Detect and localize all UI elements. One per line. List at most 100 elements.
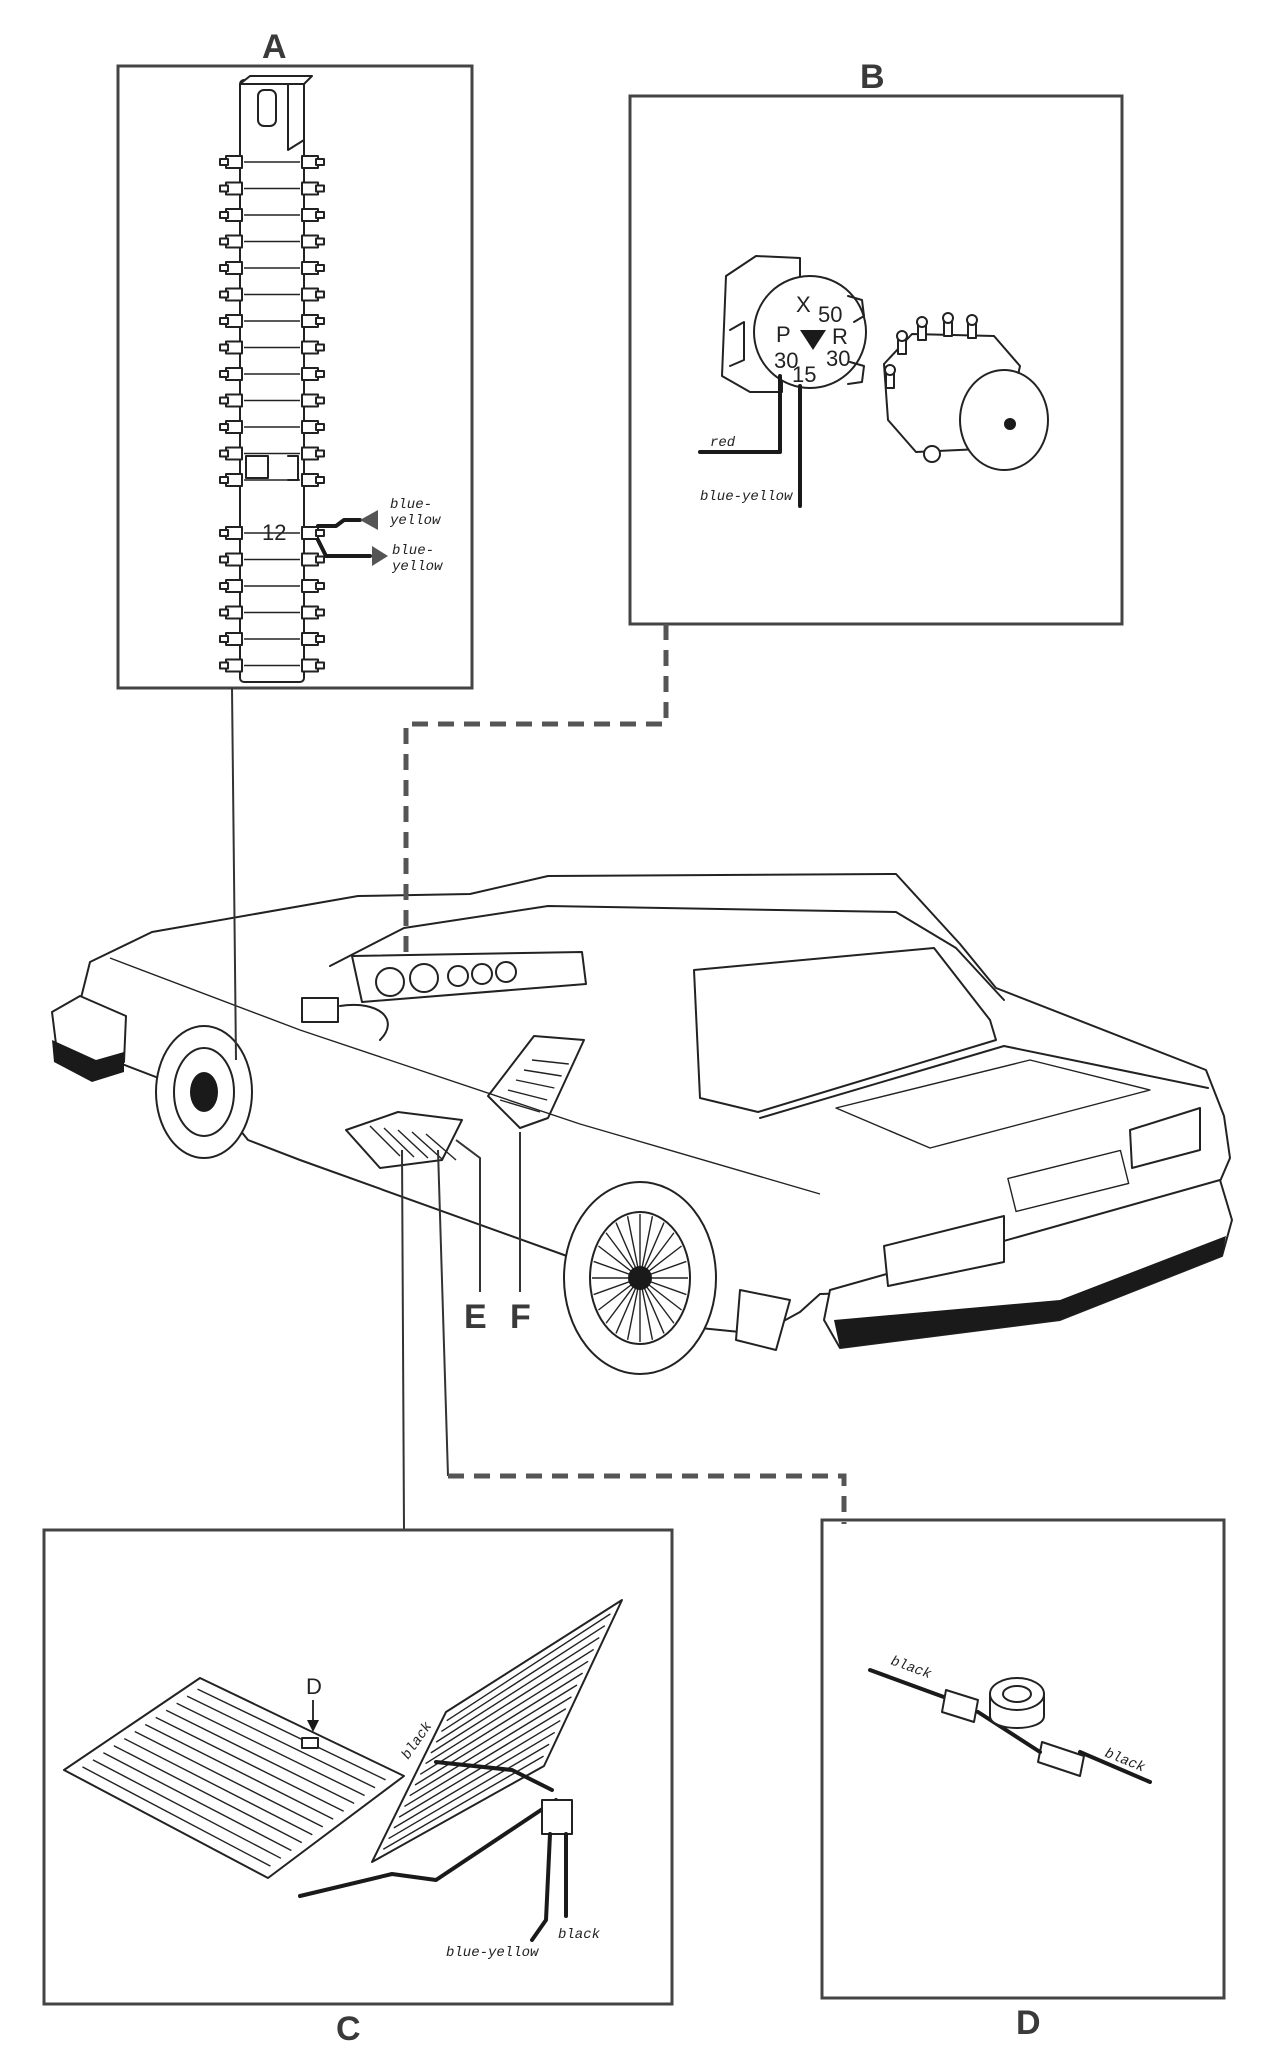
fuse-terminal-tab bbox=[219, 264, 229, 272]
terminal-30-right: 30 bbox=[826, 346, 850, 371]
fuse-terminal-tab bbox=[315, 423, 325, 431]
rear-wheel bbox=[563, 1181, 717, 1375]
seat-rib bbox=[507, 1089, 548, 1101]
leader-b-to-car bbox=[403, 624, 669, 960]
heater-element-line bbox=[435, 1636, 600, 1743]
fuse-terminal-tab bbox=[315, 370, 325, 378]
connector-block bbox=[541, 1799, 573, 1835]
car-roof bbox=[329, 905, 1005, 1001]
cushion-rib bbox=[425, 1133, 457, 1161]
heater-element-line bbox=[425, 1660, 589, 1765]
number-plate bbox=[1007, 1149, 1130, 1213]
seat-rib bbox=[515, 1079, 555, 1089]
wire-label-black-c2: black bbox=[558, 1927, 601, 1943]
ignition-switch-body bbox=[883, 312, 1049, 471]
arrow-down-icon bbox=[307, 1720, 319, 1732]
fuse-terminal-tab bbox=[315, 158, 325, 166]
callout-e-leader bbox=[455, 1139, 481, 1292]
thermostat bbox=[989, 1677, 1045, 1729]
gauge-icon bbox=[375, 967, 405, 997]
gauge-icon bbox=[471, 963, 493, 985]
terminal-50: 50 bbox=[818, 302, 842, 327]
heater-element-line bbox=[446, 1613, 611, 1722]
fuse-terminal-tab bbox=[315, 290, 325, 299]
panel-a-frame bbox=[116, 64, 474, 690]
trunk-edge bbox=[759, 1045, 1209, 1119]
fuse-terminal-tab bbox=[219, 661, 229, 670]
fuse-terminal-tab bbox=[219, 555, 229, 564]
leader-a-to-car bbox=[231, 687, 237, 1061]
tail-light-left bbox=[883, 1215, 1005, 1287]
panel-b-letter: B bbox=[860, 58, 885, 96]
blue-yellow-wire-a2 bbox=[316, 538, 372, 558]
dashboard bbox=[351, 951, 587, 1003]
heater-element-line bbox=[398, 1719, 561, 1818]
arrow-out-icon bbox=[372, 546, 388, 566]
heater-element-line bbox=[82, 1766, 271, 1867]
bumper-rubber bbox=[834, 1236, 1226, 1348]
panel-a: A 12 blue- yellow blue- yellow bbox=[116, 28, 474, 690]
heater-element-line bbox=[404, 1708, 567, 1808]
fuse-terminal-tab bbox=[315, 343, 325, 352]
fuse-terminal-tab bbox=[315, 529, 325, 537]
fuse-terminal-tab bbox=[315, 582, 325, 590]
fuse-terminal-tab bbox=[219, 423, 229, 431]
heater-element-line bbox=[414, 1684, 578, 1786]
cushion-heater-pad bbox=[63, 1677, 405, 1879]
heater-element-line bbox=[176, 1702, 365, 1797]
tail-light-right bbox=[1129, 1107, 1201, 1169]
fuse-terminal-tab bbox=[219, 582, 229, 590]
switch-panel bbox=[301, 997, 339, 1023]
fuse-terminal-tab bbox=[315, 237, 325, 246]
fuse-terminal-tab bbox=[219, 184, 229, 193]
panel-b-frame bbox=[628, 94, 1124, 626]
fuse-terminal-tab bbox=[219, 396, 229, 405]
black-wire-c1 bbox=[434, 1760, 554, 1792]
heater-element-line bbox=[123, 1737, 313, 1836]
fuse-terminal-tab bbox=[219, 158, 229, 166]
blue-yellow-wire-a1 bbox=[316, 518, 362, 528]
fuse-terminal-tab bbox=[219, 370, 229, 378]
heater-element-line bbox=[388, 1743, 550, 1840]
terminal-15: 15 bbox=[792, 362, 816, 387]
fuse-terminal-tab bbox=[315, 184, 325, 193]
fuse-terminal-tab bbox=[315, 211, 325, 219]
wire-label-a2-line1: blue- bbox=[392, 543, 434, 559]
heater-element-line bbox=[165, 1709, 355, 1805]
fuse-terminals-right bbox=[244, 155, 325, 673]
pointer-d-letter: D bbox=[306, 1674, 322, 1699]
switch-pin-head bbox=[916, 316, 928, 328]
fuse-block bbox=[219, 75, 325, 683]
panel-c-frame bbox=[42, 1528, 674, 2006]
fuse-terminals-left bbox=[219, 155, 243, 673]
panel-d: D black black bbox=[820, 1518, 1226, 2042]
heater-element-line bbox=[419, 1672, 583, 1775]
terminal-30-left: 30 bbox=[774, 348, 798, 373]
panel-d-frame bbox=[820, 1518, 1226, 2000]
wire-label-a1-line2: yellow bbox=[389, 513, 441, 529]
terminal-p: P bbox=[776, 322, 791, 347]
panel-c: C D black black blue-yellow bbox=[42, 1528, 674, 2045]
body-side-line bbox=[109, 957, 821, 1195]
fuse-terminal-tab bbox=[219, 476, 229, 484]
leader-d-to-car bbox=[448, 1473, 847, 1524]
heater-element-line bbox=[144, 1723, 334, 1820]
fuse-terminal-tab bbox=[219, 343, 229, 352]
front-bumper-rubber bbox=[52, 1040, 124, 1082]
fuse-terminal-tab bbox=[315, 396, 325, 405]
cushion-rib bbox=[397, 1129, 429, 1159]
wire-label-blue-yellow-b: blue-yellow bbox=[700, 489, 793, 505]
wire-label-blue-yellow-c: blue-yellow bbox=[446, 1945, 539, 1961]
fuse-terminal-tab bbox=[315, 635, 325, 643]
black-wire-d-left bbox=[868, 1668, 954, 1702]
red-wire bbox=[698, 374, 782, 454]
panel-c-letter: C bbox=[336, 2010, 361, 2045]
seat-cushion bbox=[345, 1111, 463, 1169]
fuse-terminal-tab bbox=[315, 476, 325, 484]
seat-rib bbox=[523, 1069, 562, 1077]
wire-label-a1-line1: blue- bbox=[390, 497, 432, 513]
arrow-in-icon bbox=[360, 510, 378, 530]
cushion-rib bbox=[369, 1125, 401, 1157]
car-illustration bbox=[51, 873, 1233, 1375]
